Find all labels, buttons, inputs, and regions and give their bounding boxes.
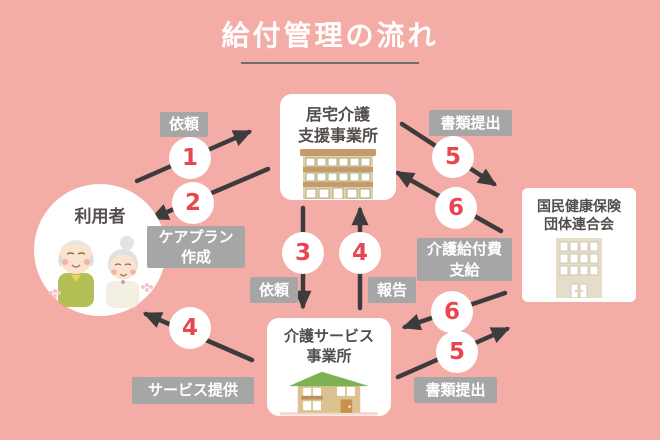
node-home-care-label-line2: 支援事業所 <box>297 126 378 146</box>
step-number-5-top: 5 <box>432 136 474 178</box>
flower-accent-right <box>141 283 153 293</box>
label-request-middle: 依頼 <box>250 277 298 303</box>
step-number-2: 2 <box>172 182 214 224</box>
node-insurance-label-line2: 団体連合会 <box>544 217 614 234</box>
step-number-5-bottom: 5 <box>436 331 478 373</box>
flower-accent-left <box>49 289 61 299</box>
label-care-plan: ケアプラン 作成 <box>147 226 245 268</box>
office-building-icon <box>556 237 602 298</box>
node-home-care-office: 居宅介護 支援事業所 <box>280 94 396 200</box>
step-number-1: 1 <box>169 137 211 179</box>
house-icon <box>279 371 379 416</box>
node-user-label: 利用者 <box>74 207 126 227</box>
step-number-6-bottom: 6 <box>431 291 473 333</box>
node-insurance-label-line1: 国民健康保険 <box>537 199 621 215</box>
node-insurance-federation: 国民健康保険 団体連合会 <box>522 188 636 302</box>
step-number-6-top: 6 <box>435 187 477 229</box>
node-home-care-label-line1: 居宅介護 <box>305 105 370 124</box>
label-service-provide: サービス提供 <box>132 377 254 404</box>
label-request-top: 依頼 <box>160 112 208 137</box>
page-title: 給付管理の流れ <box>221 19 439 52</box>
label-docs-bottom: 書類提出 <box>414 377 497 403</box>
apartment-building-icon <box>300 149 376 200</box>
step-number-4-report: 4 <box>339 232 381 274</box>
node-care-service-office: 介護サービス 事業所 <box>267 318 391 416</box>
step-number-4-service: 4 <box>169 307 211 349</box>
label-report: 報告 <box>368 277 416 303</box>
elderly-couple-icon <box>49 236 153 309</box>
label-docs-top: 書類提出 <box>429 110 512 136</box>
title-underline <box>241 62 419 64</box>
step-number-3: 3 <box>282 232 324 274</box>
label-benefit-payment: 介護給付費 支給 <box>417 238 512 281</box>
node-care-service-label-line2: 事業所 <box>306 346 352 365</box>
node-user: 利用者 <box>34 184 166 316</box>
node-care-service-label-line1: 介護サービス <box>283 327 374 345</box>
